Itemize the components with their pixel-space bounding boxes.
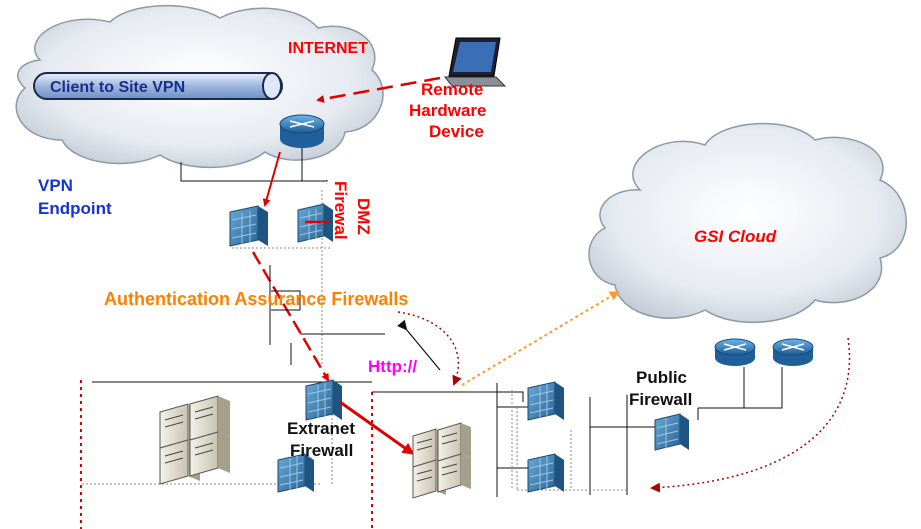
router-icon [772,338,814,366]
gsi-return-arrow [650,337,851,493]
remote-label-line1: Remote [421,80,483,99]
firewall-icon [654,413,689,451]
vpn-label-line1: VPN [38,176,73,195]
dmz-label: DMZ [354,198,373,235]
tunnel-label: Client to Site VPN [50,79,185,96]
vpn-network-line [180,162,328,182]
extranet-label-line1: Extranet [287,419,355,438]
server-icon [159,395,230,485]
router-to-firewall-arrow [262,151,281,207]
router-icon [714,338,756,366]
public-label-line2: Firewall [629,390,692,409]
gsi-router-links [698,367,783,409]
extranet-dotted-links [82,390,627,491]
http-to-gsi-arrow [461,290,620,386]
server-icon [412,422,471,499]
dmz-to-extranet-arrow [251,251,330,382]
gsi-cloud-icon [588,122,907,324]
dmz-firewall-label: Firewal [331,181,350,240]
http-arrow [397,319,441,371]
auth-loop-arrow [397,311,462,386]
remote-to-vpn-arrow [316,76,441,103]
extranet-label-line2: Firewall [290,441,353,460]
internet-label: INTERNET [288,40,368,57]
laptop-icon [443,37,507,87]
remote-label-line3: Device [429,122,484,141]
vpn-label-line2: Endpoint [38,199,112,218]
firewall-icon [277,453,314,493]
auth-network-lines [269,265,385,365]
router-icon [279,114,325,148]
auth-label: Authentication Assurance Firewalls [104,289,408,309]
firewall-icon [527,453,564,493]
vpn-tunnel: Client to Site VPN [33,72,283,100]
extranet-network-lines [92,381,627,497]
firewall-icon [527,381,564,421]
http-label: Http:// [368,357,417,376]
dmz-dotted-links [232,190,332,365]
extranet-to-server-arrow [339,400,415,455]
firewall-icon [229,205,268,247]
firewall-icon [305,379,342,421]
public-label-line1: Public [636,368,687,387]
remote-label-line2: Hardware [409,101,486,120]
gsi-cloud-label: GSI Cloud [694,227,777,246]
public-firewall-links [626,395,699,495]
